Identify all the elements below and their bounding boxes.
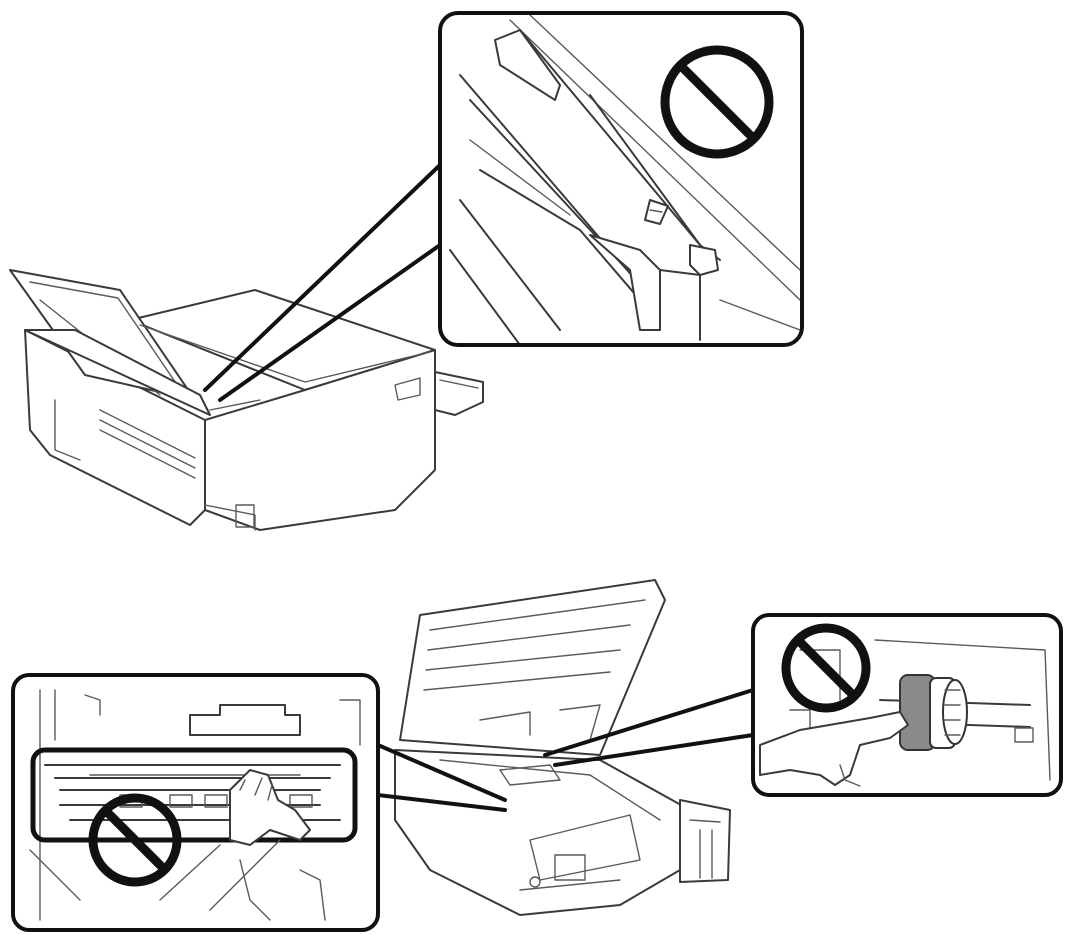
bottom-callout-leaders [376, 688, 755, 812]
prohibition-icon [88, 793, 182, 887]
prohibition-icon [660, 45, 774, 159]
top-callout-leaders [203, 163, 442, 402]
pickup-roller [899, 674, 968, 751]
printer-rear-view [9, 269, 484, 531]
callout-paper-feed-closeup [438, 11, 804, 347]
prohibition-icon [781, 623, 871, 713]
printer-open-scanner [394, 579, 731, 916]
callout-roller-closeup [751, 613, 1063, 797]
callout-scanner-glass-closeup [11, 673, 380, 932]
